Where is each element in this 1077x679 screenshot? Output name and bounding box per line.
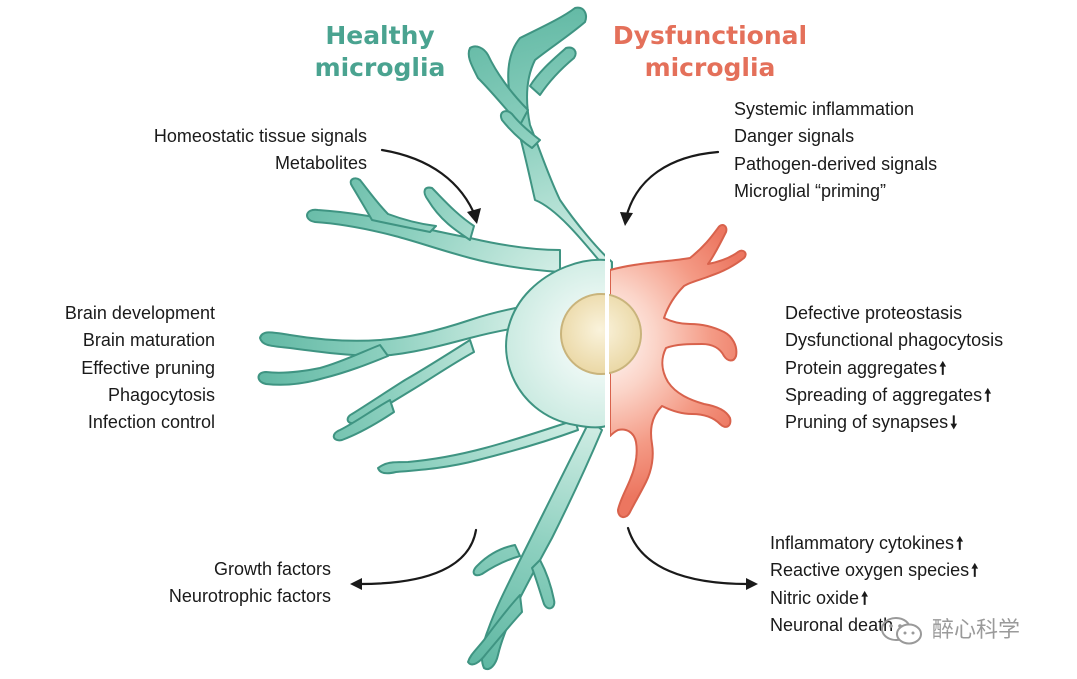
healthy-functions-list: Brain development Brain maturation Effec…: [65, 300, 215, 436]
dysfunctional-inputs-list: Systemic inflammation Danger signals Pat…: [734, 96, 937, 205]
healthy-output-label: Neurotrophic factors: [168, 586, 331, 607]
healthy-input-label: Metabolites: [274, 153, 367, 174]
dys-function-text: Protein aggregates: [785, 357, 938, 378]
healthy-function-label: Effective pruning: [81, 357, 215, 378]
arrow-down-icon: 🠗: [950, 413, 958, 433]
dysfunctional-microglia-cell: [609, 224, 747, 518]
dys-input-label: Systemic inflammation: [734, 99, 915, 119]
dys-output-text: Reactive oxygen species: [770, 560, 970, 581]
dys-output-text: Neuronal death: [770, 614, 894, 635]
healthy-title-line1: Healthy: [325, 21, 435, 50]
healthy-output-arrowhead: [350, 578, 362, 590]
healthy-function-label: Brain development: [64, 303, 215, 323]
dys-output-text: Nitric oxide: [770, 587, 860, 608]
healthy-title: Healthy microglia: [300, 20, 460, 84]
wechat-icon: [881, 617, 922, 645]
healthy-outputs-list: Growth factors Neurotrophic factors: [169, 556, 331, 611]
dysfunctional-functions-list: Defective proteostasis Dysfunctional pha…: [785, 300, 1003, 436]
dys-output-arrow: [626, 526, 750, 586]
dys-output-item: Inflammatory cytokines🠕: [770, 530, 978, 557]
healthy-input-arrowhead: [467, 208, 481, 224]
dys-input-label: Danger signals: [734, 126, 855, 147]
arrow-up-icon: 🠕: [956, 534, 964, 553]
healthy-input-label: Homeostatic tissue signals: [153, 126, 367, 146]
healthy-function-label: Brain maturation: [82, 330, 215, 351]
dys-function-text: Spreading of aggregates: [785, 384, 983, 405]
dys-function-item: Spreading of aggregates🠕: [785, 382, 1003, 409]
healthy-output-label: Growth factors: [213, 559, 331, 579]
dys-function-text: Dysfunctional phagocytosis: [785, 330, 1004, 351]
healthy-function-label: Infection control: [87, 412, 215, 433]
arrow-up-icon: 🠕: [861, 588, 869, 608]
dys-input-label: Pathogen-derived signals: [734, 153, 938, 174]
dys-function-item: Protein aggregates🠕: [785, 355, 1003, 382]
dys-function-item: Dysfunctional phagocytosis: [785, 327, 1003, 354]
dys-input-arrowhead: [620, 212, 633, 226]
healthy-input-arrow: [380, 148, 478, 220]
watermark: 醉心科学: [880, 612, 1060, 648]
healthy-function-label: Phagocytosis: [107, 384, 215, 405]
dys-function-text: Pruning of synapses: [785, 412, 949, 433]
healthy-output-arrow: [358, 528, 478, 586]
dys-output-text: Inflammatory cytokines: [770, 533, 955, 553]
dys-output-item: Reactive oxygen species🠕: [770, 557, 978, 584]
nucleus: [560, 293, 642, 375]
arrow-up-icon: 🠕: [939, 358, 947, 378]
dysfunctional-title-line1: Dysfunctional: [612, 21, 808, 50]
dys-function-text: Defective proteostasis: [785, 303, 963, 323]
dys-output-item: Nitric oxide🠕: [770, 585, 978, 612]
dys-function-item: Defective proteostasis: [785, 300, 1003, 327]
arrow-up-icon: 🠕: [971, 561, 979, 581]
dysfunctional-outputs-list: Inflammatory cytokines🠕 Reactive oxygen …: [770, 530, 978, 639]
watermark-text: 醉心科学: [932, 617, 1021, 642]
dysfunctional-title-line2: microglia: [644, 53, 776, 82]
healthy-inputs-list: Homeostatic tissue signals Metabolites: [154, 123, 367, 178]
dys-input-label: Microglial “priming”: [734, 180, 887, 201]
dysfunctional-title: Dysfunctional microglia: [600, 20, 820, 84]
dys-output-arrowhead: [746, 578, 758, 590]
dys-function-item: Pruning of synapses🠗: [785, 409, 1003, 436]
healthy-title-line2: microglia: [314, 53, 446, 82]
dys-output-item: Neuronal death: [770, 612, 978, 639]
arrow-up-icon: 🠕: [984, 385, 992, 405]
dys-input-arrow: [624, 150, 720, 220]
